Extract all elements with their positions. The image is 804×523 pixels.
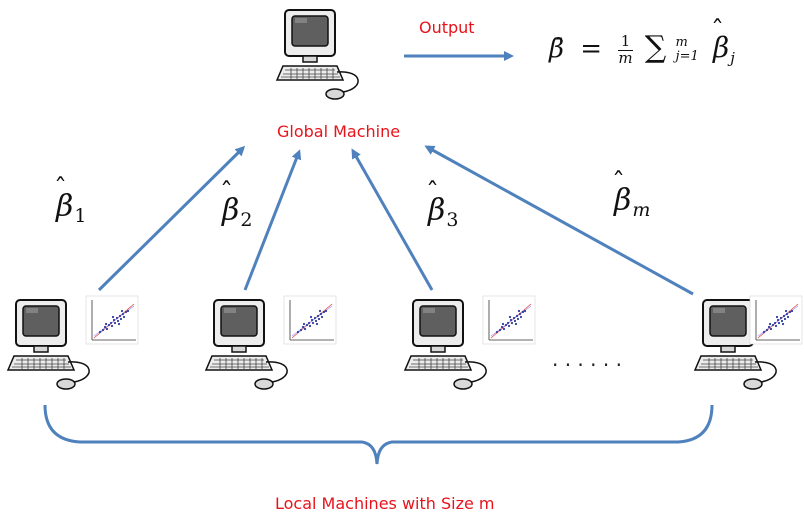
local-machine-3-scatter-icon bbox=[482, 295, 536, 345]
formula-sum-sub: j=1 bbox=[675, 49, 699, 64]
global-machine-label: Global Machine bbox=[277, 122, 401, 141]
local-machine-1-scatter-icon bbox=[85, 295, 139, 345]
formula-frac-num: 1 bbox=[618, 33, 633, 51]
formula-frac-den: m bbox=[618, 48, 633, 67]
global-machine-icon bbox=[276, 9, 360, 100]
arrow-local-m bbox=[424, 145, 694, 296]
local-machine-2-scatter-icon bbox=[283, 295, 337, 345]
local-machine-2-icon bbox=[205, 299, 289, 390]
ellipsis: · · · · · · bbox=[552, 353, 622, 377]
formula-sum: ∑ bbox=[644, 30, 667, 65]
formula-lhs: β̄ bbox=[549, 34, 565, 64]
formula-sum-limits: m j=1 bbox=[675, 34, 699, 65]
arrow-local-2 bbox=[243, 149, 302, 291]
local-machines-label: Local Machines with Size m bbox=[275, 494, 495, 513]
formula-fraction: 1 m bbox=[618, 33, 633, 67]
local-machines-brace bbox=[43, 404, 714, 465]
formula-eq: = bbox=[580, 34, 603, 64]
local-machine-1-icon bbox=[7, 299, 91, 390]
local-machine-3-icon bbox=[404, 299, 488, 390]
arrow-local-1 bbox=[97, 145, 246, 292]
formula-sum-sup: m bbox=[675, 34, 688, 50]
local-machine-m-scatter-icon bbox=[749, 295, 803, 345]
arrow-local-3 bbox=[351, 148, 434, 291]
output-label: Output bbox=[419, 18, 475, 37]
